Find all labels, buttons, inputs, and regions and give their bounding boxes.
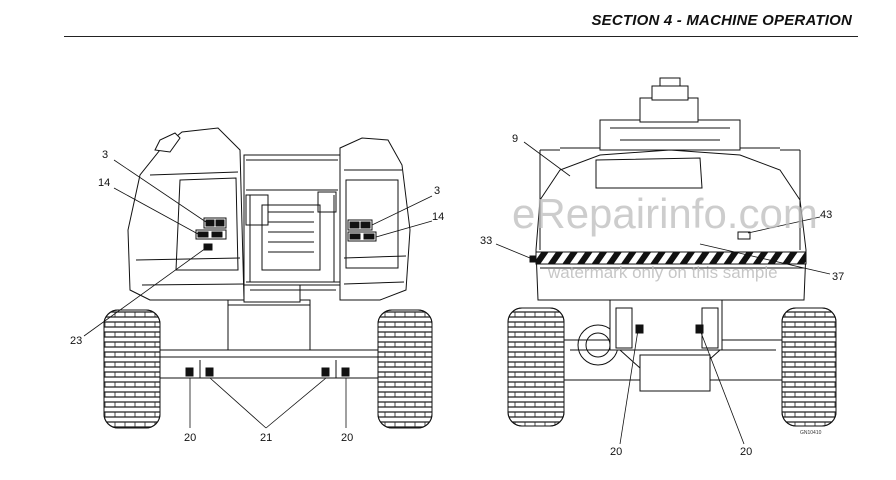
- left-decal-3: [203, 217, 227, 229]
- left-decal-23: [203, 243, 213, 251]
- left-tire-2: [377, 309, 433, 429]
- left-leader-lines: [83, 159, 433, 429]
- callout-37: 37: [832, 271, 844, 283]
- callout-20-front-right: 20: [740, 446, 752, 458]
- callout-14-left: 14: [98, 177, 110, 189]
- callout-3-right: 3: [434, 185, 440, 197]
- section-title: SECTION 4 - MACHINE OPERATION: [591, 12, 852, 29]
- front-decal-43: [737, 231, 751, 240]
- callout-43: 43: [820, 209, 832, 221]
- callout-14-right: 14: [432, 211, 444, 223]
- axle-decals: [185, 360, 350, 378]
- left-tire-1: [103, 309, 161, 429]
- right-tire-1: [507, 307, 565, 427]
- right-leader-lines: [495, 141, 831, 445]
- watermark-main: eRepairinfo.com: [512, 190, 818, 237]
- left-machine-view: [83, 127, 433, 429]
- callout-33: 33: [480, 235, 492, 247]
- header-rule: [64, 36, 858, 37]
- callout-20-right: 20: [341, 432, 353, 444]
- right-decal-3: [347, 219, 373, 231]
- right-decal-14: [347, 231, 377, 242]
- page-header: SECTION 4 - MACHINE OPERATION: [0, 0, 896, 40]
- front-decal-33: [529, 255, 536, 263]
- right-machine-view: [495, 77, 837, 445]
- left-decal-14: [195, 229, 227, 240]
- callout-9: 9: [512, 133, 518, 145]
- callout-23: 23: [70, 335, 82, 347]
- callout-21: 21: [260, 432, 272, 444]
- callout-20-front-left: 20: [610, 446, 622, 458]
- drawing-code: GN10410: [800, 430, 822, 436]
- right-tire-2: [781, 307, 837, 427]
- watermark-sub: watermark only on this sample: [547, 263, 778, 282]
- callout-20-left: 20: [184, 432, 196, 444]
- callout-3-left: 3: [102, 149, 108, 161]
